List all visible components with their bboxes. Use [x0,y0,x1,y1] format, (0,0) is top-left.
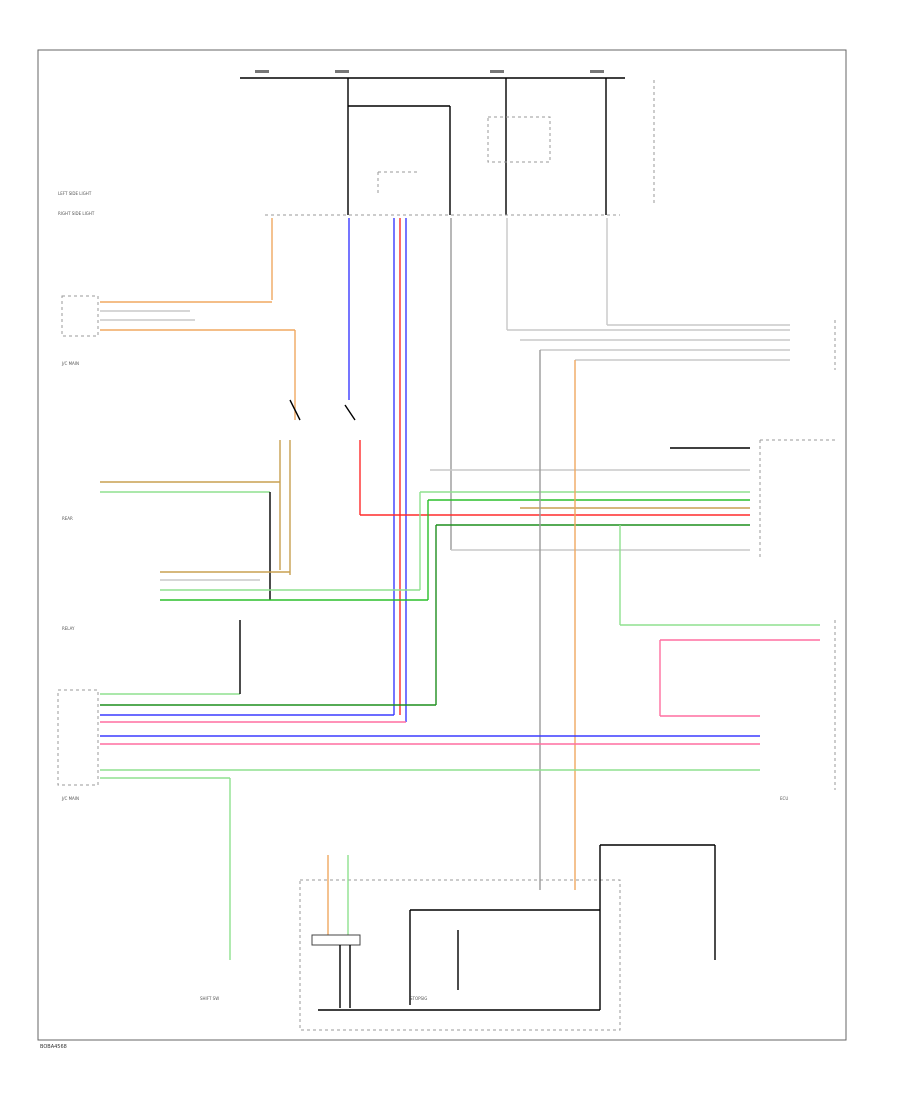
svg-text:SHIFT SW: SHIFT SW [200,996,219,1001]
harness-lower-left [57,620,836,960]
fuse-bus [240,70,655,215]
svg-text:J/C MAIN: J/C MAIN [61,361,79,366]
svg-text:REAR: REAR [62,516,73,521]
control-module [299,844,716,1031]
svg-text:RELAY: RELAY [62,626,75,631]
diagram-frame [37,49,847,1041]
svg-text:RIGHT SIDE LIGHT: RIGHT SIDE LIGHT [58,211,95,216]
harness-tan [100,440,291,600]
svg-text:ECU: ECU [780,796,788,801]
right-upper-connector [507,320,836,560]
svg-text:J/C MAIN: J/C MAIN [61,796,79,801]
wire-bundle-center [348,218,608,722]
footer-code: BOBA4568 [40,1044,67,1050]
harness-upper-left [61,218,296,420]
harness-pink-loop [659,639,820,717]
svg-text:STOPSIG: STOPSIG [410,996,427,1001]
feeds-to-module [539,350,820,890]
harness-middle-green [160,447,750,705]
svg-text:LEFT SIDE LIGHT: LEFT SIDE LIGHT [58,191,92,196]
component-labels: LEFT SIDE LIGHT RIGHT SIDE LIGHT J/C MAI… [58,191,788,1001]
brake-switch[interactable] [289,399,520,516]
